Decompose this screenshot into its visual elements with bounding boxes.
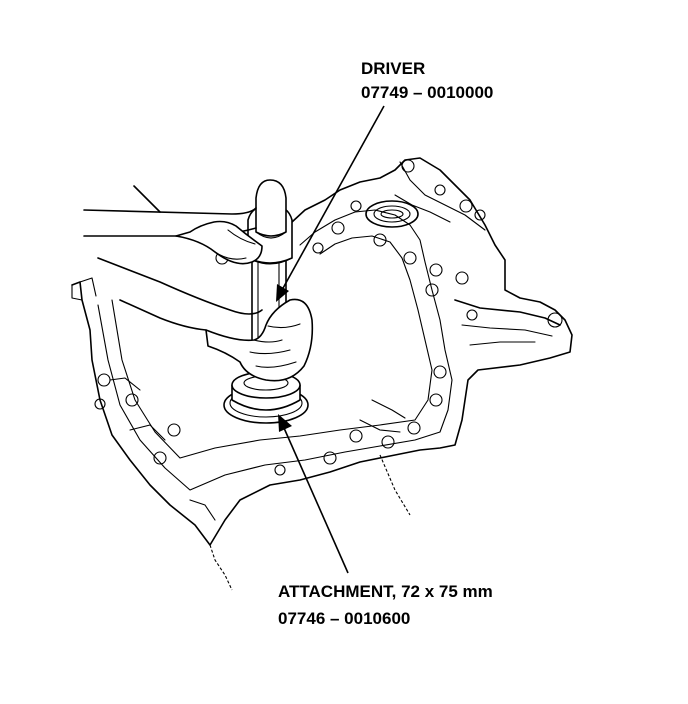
transmission-housing — [71, 157, 573, 591]
driver-part-number: 07749 – 0010000 — [361, 83, 493, 102]
driver-label: DRIVER — [361, 59, 425, 78]
attachment-label: ATTACHMENT, 72 x 75 mm — [278, 582, 493, 601]
leader-attachment — [278, 414, 349, 574]
leader-driver — [276, 105, 385, 302]
attachment-tool — [223, 371, 309, 424]
attachment-part-number: 07746 – 0010600 — [278, 609, 410, 628]
hand-upper — [97, 220, 263, 315]
seal-bore — [365, 200, 419, 228]
bolt-holes — [94, 159, 563, 476]
hammer — [83, 179, 287, 239]
hand-lower — [119, 298, 314, 382]
